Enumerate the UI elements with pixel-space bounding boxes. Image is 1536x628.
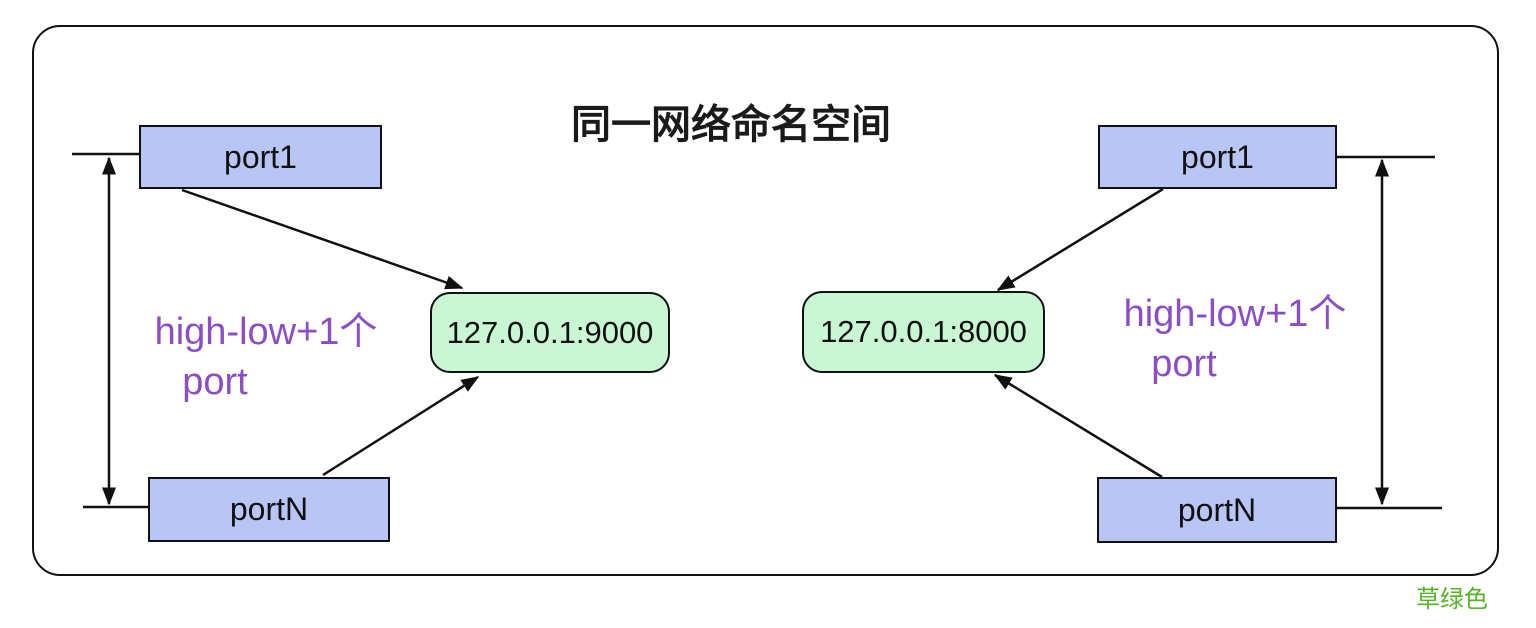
endpoint-box-9000: 127.0.0.1:9000 xyxy=(430,292,670,373)
port-range-label-right-line1: high-low+1个 xyxy=(1123,293,1347,335)
port1-box-left: port1 xyxy=(139,125,382,189)
portN-box-right: portN xyxy=(1097,477,1337,543)
portN-label-left: portN xyxy=(229,491,309,527)
port1-label-right: port1 xyxy=(1181,138,1254,175)
port-range-label-left-line1: high-low+1个 xyxy=(154,311,378,353)
port1-box-right: port1 xyxy=(1098,125,1337,189)
endpoint-box-8000: 127.0.0.1:8000 xyxy=(802,291,1045,373)
port-range-label-left: high-low+1个 port xyxy=(126,307,406,407)
color-note-caption: 草绿色 xyxy=(1416,586,1488,613)
diagram-title: 同一网络命名空间 xyxy=(571,103,891,147)
portN-label-right: portN xyxy=(1177,491,1257,528)
endpoint-address-8000: 127.0.0.1:8000 xyxy=(820,314,1027,349)
portN-box-left: portN xyxy=(148,477,390,542)
port1-label-left: port1 xyxy=(224,138,297,175)
port-range-label-left-line2: port xyxy=(182,361,248,403)
port-range-label-right-line2: port xyxy=(1151,343,1217,385)
port-range-label-right: high-low+1个 port xyxy=(1110,289,1360,389)
endpoint-address-9000: 127.0.0.1:9000 xyxy=(446,314,654,350)
